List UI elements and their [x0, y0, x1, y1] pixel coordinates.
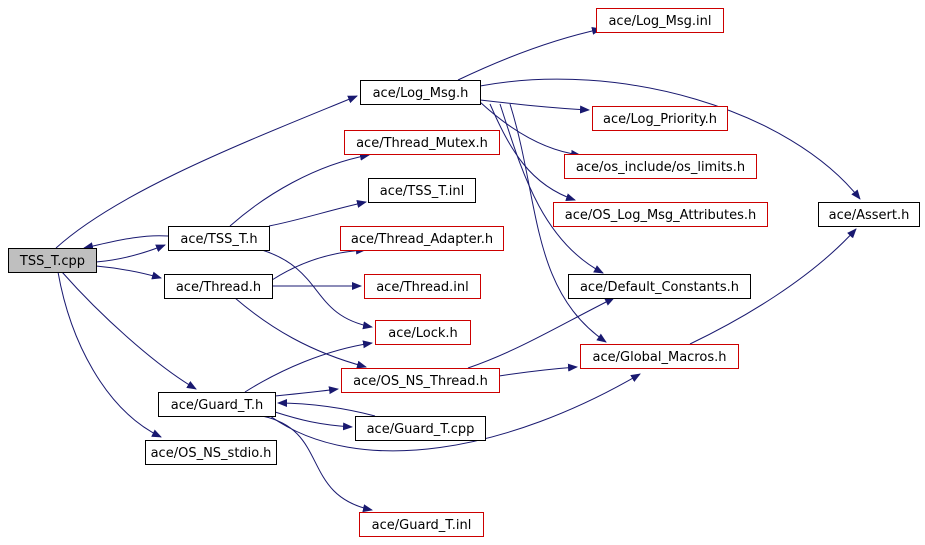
edge-guard-t-h-to-guard-t-cpp: [274, 411, 353, 431]
node-label: ace/Thread.h: [176, 280, 261, 295]
node-thread-adapter-h[interactable]: ace/Thread_Adapter.h: [340, 226, 504, 251]
node-label: ace/Guard_T.inl: [372, 518, 472, 533]
edges-layer: [55, 26, 861, 513]
node-guard-t-h[interactable]: ace/Guard_T.h: [158, 392, 276, 417]
node-label: ace/Assert.h: [829, 208, 910, 223]
edge-thread-h-to-os-ns-thread-h: [234, 297, 367, 369]
node-os-log-msg-attr-h[interactable]: ace/OS_Log_Msg_Attributes.h: [553, 202, 768, 227]
node-os-ns-stdio-h[interactable]: ace/OS_NS_stdio.h: [145, 440, 277, 465]
edge-tss-t-h-to-tss-t-cpp: [83, 235, 169, 251]
node-box: [818, 202, 920, 227]
node-box: [553, 202, 768, 227]
node-box: [8, 248, 97, 273]
node-box: [368, 178, 476, 203]
node-box: [158, 392, 276, 417]
node-log-msg-h[interactable]: ace/Log_Msg.h: [360, 80, 481, 105]
edge-global-macros-h-to-assert-h: [689, 228, 857, 345]
node-box: [360, 80, 481, 105]
node-box: [580, 344, 739, 369]
node-global-macros-h[interactable]: ace/Global_Macros.h: [580, 344, 739, 369]
node-log-priority-h[interactable]: ace/Log_Priority.h: [592, 106, 728, 131]
edge-tss-t-cpp-to-guard-t-h: [61, 271, 197, 390]
node-label: ace/Log_Msg.inl: [608, 14, 711, 29]
edge-guard-t-h-to-os-ns-thread-h: [274, 386, 339, 397]
edge-tss-t-cpp-to-tss-t-h: [95, 244, 166, 263]
node-guard-t-cpp[interactable]: ace/Guard_T.cpp: [355, 416, 486, 441]
edge-thread-h-to-thread-adapter-h: [271, 246, 366, 281]
node-box: [341, 368, 500, 393]
edge-log-msg-h-to-log-msg-inl: [457, 26, 602, 81]
node-thread-mutex-h[interactable]: ace/Thread_Mutex.h: [344, 130, 500, 155]
node-label: ace/OS_NS_Thread.h: [353, 374, 488, 389]
node-thread-inl[interactable]: ace/Thread.inl: [364, 274, 481, 299]
node-box: [364, 274, 481, 299]
node-label: TSS_T.cpp: [19, 254, 85, 269]
edge-tss-t-cpp-to-os-ns-stdio-h: [57, 271, 162, 438]
edge-guard-t-h-to-lock-h: [244, 340, 373, 393]
node-label: ace/Guard_T.cpp: [367, 422, 475, 437]
node-os-ns-thread-h[interactable]: ace/OS_NS_Thread.h: [341, 368, 500, 393]
node-box: [344, 130, 500, 155]
edge-tss-t-h-to-tss-t-inl: [268, 200, 367, 227]
edge-os-ns-thread-h-to-global-macros-h: [498, 363, 578, 377]
node-label: ace/Global_Macros.h: [593, 350, 727, 365]
node-log-msg-inl[interactable]: ace/Log_Msg.inl: [596, 8, 724, 33]
node-box: [359, 512, 484, 537]
node-assert-h[interactable]: ace/Assert.h: [818, 202, 920, 227]
node-tss-t-h[interactable]: ace/TSS_T.h: [168, 226, 270, 251]
node-label: ace/os_include/os_limits.h: [576, 160, 745, 175]
node-label: ace/Lock.h: [388, 326, 458, 341]
node-guard-t-inl[interactable]: ace/Guard_T.inl: [359, 512, 484, 537]
node-box: [145, 440, 277, 465]
node-label: ace/Log_Priority.h: [603, 112, 717, 127]
edge-os-ns-thread-h-to-default-constants-h: [467, 297, 615, 369]
edge-log-msg-h-to-os-log-msg-attr-h: [489, 103, 576, 201]
edge-log-msg-h-to-global-macros-h: [509, 103, 607, 343]
node-label: ace/Log_Msg.h: [373, 86, 469, 101]
edge-tss-t-cpp-to-thread-h: [95, 265, 162, 280]
node-label: ace/Thread_Mutex.h: [356, 136, 488, 151]
edge-guard-t-cpp-to-guard-t-h: [277, 399, 376, 417]
node-box: [168, 226, 270, 251]
node-label: ace/Thread.inl: [376, 280, 469, 295]
edge-log-msg-h-to-assert-h: [479, 78, 861, 200]
edge-tss-t-h-to-thread-mutex-h: [229, 152, 370, 227]
edge-log-msg-h-to-default-constants-h: [499, 103, 604, 274]
node-default-constants-h[interactable]: ace/Default_Constants.h: [568, 274, 751, 299]
node-box: [375, 320, 471, 345]
node-box: [568, 274, 751, 299]
node-tss-t-inl[interactable]: ace/TSS_T.inl: [368, 178, 476, 203]
node-box: [564, 154, 757, 179]
node-box: [596, 8, 724, 33]
node-label: ace/TSS_T.h: [180, 232, 257, 247]
node-tss-t-cpp[interactable]: TSS_T.cpp: [8, 248, 97, 273]
node-thread-h[interactable]: ace/Thread.h: [164, 274, 273, 299]
node-lock-h[interactable]: ace/Lock.h: [375, 320, 471, 345]
node-label: ace/Default_Constants.h: [580, 280, 739, 295]
node-label: ace/OS_Log_Msg_Attributes.h: [565, 208, 756, 223]
node-os-limits-h[interactable]: ace/os_include/os_limits.h: [564, 154, 757, 179]
edge-guard-t-h-to-guard-t-inl: [261, 415, 373, 513]
node-box: [164, 274, 273, 299]
node-box: [340, 226, 504, 251]
nodes-layer: TSS_T.cpp ace/Log_Msg.inl ace/Log_Msg.hace…: [8, 8, 920, 537]
node-label: ace/Thread_Adapter.h: [351, 232, 493, 247]
edge-tss-t-cpp-to-log-msg-h: [55, 95, 358, 249]
edge-log-msg-h-to-log-priority-h: [479, 99, 590, 114]
edge-tss-t-h-to-lock-h: [261, 249, 373, 330]
node-label: ace/OS_NS_stdio.h: [151, 446, 272, 461]
node-label: ace/TSS_T.inl: [380, 184, 464, 199]
node-box: [592, 106, 728, 131]
node-label: ace/Guard_T.h: [171, 398, 263, 413]
node-box: [355, 416, 486, 441]
edge-guard-t-h-to-global-macros-h: [269, 373, 641, 452]
edge-log-msg-h-to-os-limits-h: [479, 101, 581, 158]
